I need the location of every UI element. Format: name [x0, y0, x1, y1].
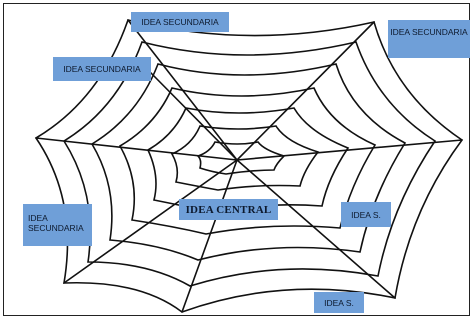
node-label: IDEA SECUNDARIA [390, 27, 468, 37]
web-outer-ring [34, 19, 464, 313]
node-label: IDEA S. [324, 297, 354, 308]
web-ring [196, 141, 286, 175]
node-label: IDEA SECUNDARIA [28, 213, 84, 233]
web-ring [62, 41, 437, 287]
web-spoke [236, 21, 375, 161]
node-secondary-left: IDEA SECUNDARIA [23, 204, 92, 246]
web-ring [118, 87, 377, 235]
node-secondary-upper-left: IDEA SECUNDARIA [53, 57, 151, 81]
web-spoke [236, 159, 396, 299]
node-label: IDEA SECUNDARIA [63, 64, 141, 74]
web-spoke [236, 139, 463, 161]
node-label: IDEA SECUNDARIA [141, 17, 219, 27]
web-ring [146, 107, 350, 213]
node-secondary-top: IDEA SECUNDARIA [131, 12, 229, 32]
node-secondary-top-right: IDEA SECUNDARIA [388, 20, 470, 58]
node-label: IDEA CENTRAL [185, 203, 272, 216]
web-spoke [181, 159, 238, 313]
web-ring [90, 63, 407, 261]
node-central: IDEA CENTRAL [179, 199, 278, 220]
node-label: IDEA S. [351, 209, 381, 220]
node-secondary-right: IDEA S. [341, 202, 391, 227]
node-secondary-bottom: IDEA S. [314, 292, 364, 313]
web-spoke [149, 71, 238, 161]
web-ring [170, 125, 320, 191]
web-spoke [35, 137, 238, 161]
